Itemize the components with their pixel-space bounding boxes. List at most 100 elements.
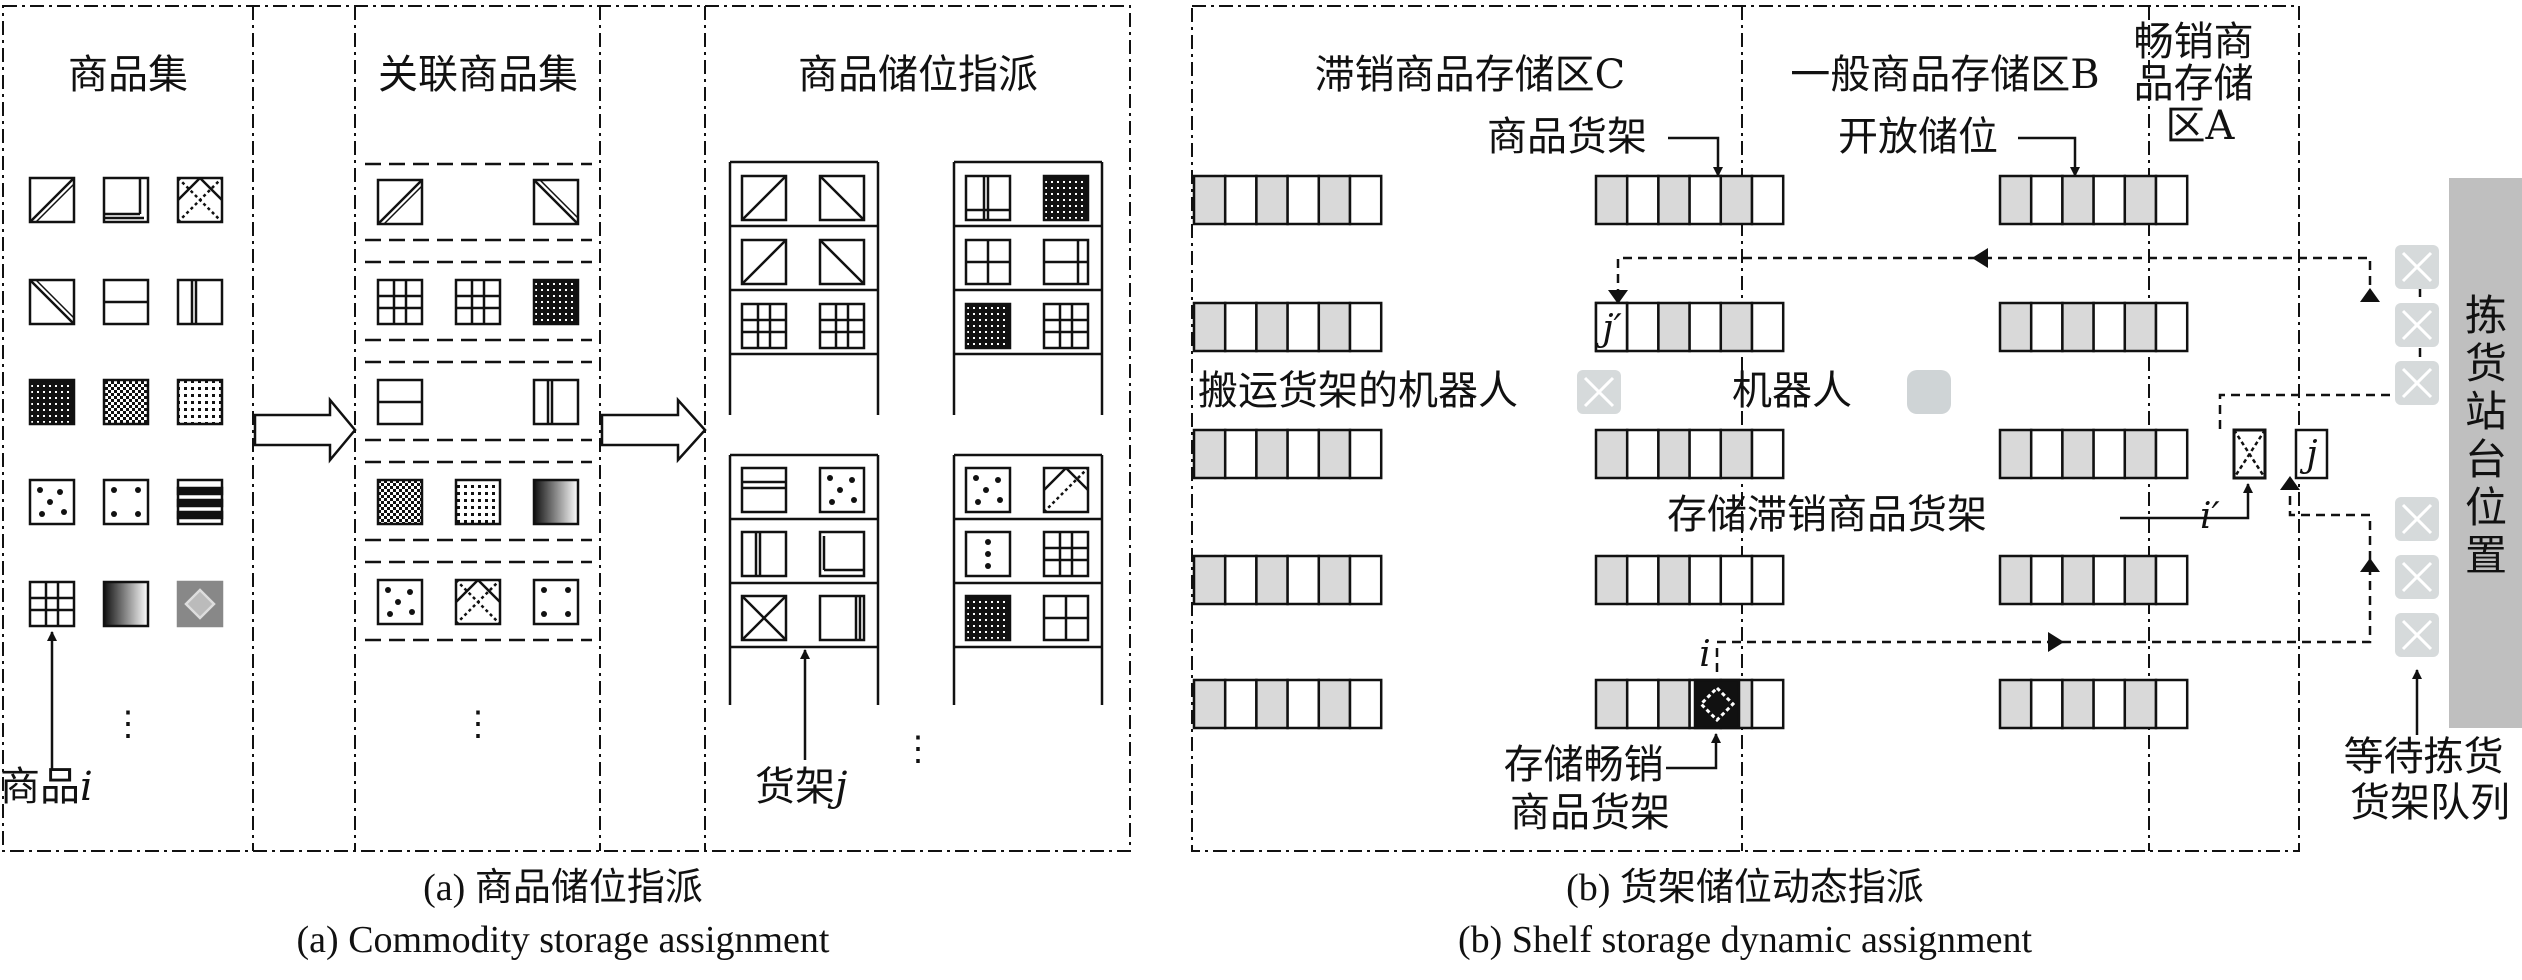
shelf-cell xyxy=(1625,554,1660,606)
commodity-i-label: 商品i xyxy=(0,764,93,810)
panel-a-frame xyxy=(2,5,1131,852)
shelf-cell xyxy=(2029,174,2064,226)
label-slow-shelf-arrow xyxy=(2120,483,2253,520)
shelf-cell xyxy=(2092,428,2127,480)
related-sets xyxy=(365,162,592,642)
shelf-cell xyxy=(1688,174,1723,226)
commodity-icon xyxy=(454,278,502,326)
shelf-cell xyxy=(1688,301,1723,353)
shelf-cell xyxy=(1688,554,1723,606)
commodity-icon xyxy=(376,478,424,526)
shelf-cell xyxy=(1657,301,1691,353)
shelf-cell xyxy=(1223,554,1258,606)
shelf-cell xyxy=(1223,174,1258,226)
shelf-cell xyxy=(1594,174,1629,226)
shelf-cell xyxy=(1998,428,2033,480)
picking-station-char: 台 xyxy=(2465,435,2507,484)
shelf-cell xyxy=(2029,554,2064,606)
warehouse-shelves xyxy=(1192,174,2189,730)
queue-robot-icon xyxy=(2395,245,2439,289)
shelf-cell xyxy=(1719,554,1754,606)
shelf-cell xyxy=(1594,678,1629,730)
shelf-cell xyxy=(1286,554,1321,606)
flow-arrow xyxy=(253,396,357,464)
commodity-icon xyxy=(102,478,150,526)
commodity-icon xyxy=(102,176,150,224)
shelf-rack xyxy=(728,160,880,415)
shelf-cell xyxy=(2061,174,2095,226)
shelf-cell xyxy=(1688,428,1723,480)
shelf-cell xyxy=(2154,428,2189,480)
waiting-queue-top xyxy=(2395,245,2439,405)
queue-robot-icon xyxy=(2395,361,2439,405)
shelf-cell xyxy=(1286,174,1321,226)
commodity-icon xyxy=(376,378,424,426)
queue-robot-icon xyxy=(2395,555,2439,599)
related-set-title: 关联商品集 xyxy=(378,52,578,98)
shelf-cell xyxy=(1192,174,1227,226)
shelf-cell xyxy=(1998,174,2033,226)
waiting-queue-bottom xyxy=(2395,497,2439,657)
shelf-cell xyxy=(2123,678,2158,730)
shelf-cell xyxy=(1657,428,1691,480)
shelf-cell xyxy=(2092,301,2127,353)
label-waiting-queue: 等待拣货 货架队列 xyxy=(2344,734,2517,826)
shelf-cell xyxy=(1625,174,1660,226)
shelf-cell xyxy=(2092,174,2127,226)
label-fast-shelf-arrow xyxy=(1666,733,1721,770)
picking-station xyxy=(2449,178,2522,728)
shelf-cell xyxy=(1317,174,1352,226)
shelf-cell xyxy=(1657,174,1691,226)
shelf-cell xyxy=(2123,428,2158,480)
shelf-i-prime-cell xyxy=(2232,428,2267,480)
shelf-cell xyxy=(1348,428,1383,480)
shelf-cell xyxy=(1625,678,1660,730)
commodity-icon xyxy=(28,176,76,224)
shelf-cell xyxy=(2123,301,2158,353)
commodity-icon xyxy=(176,378,224,426)
shelf-cell xyxy=(1998,678,2033,730)
shelf-i-cell xyxy=(1693,678,1741,730)
shelf-cell xyxy=(1348,554,1383,606)
commodity-set-title: 商品集 xyxy=(68,52,188,98)
commodity-icon xyxy=(176,580,224,628)
picking-station-char: 站 xyxy=(2465,387,2507,436)
shelf-cell xyxy=(1348,301,1383,353)
commodity-set-grid xyxy=(28,176,224,628)
commodity-icon xyxy=(376,178,424,226)
shelf-cell xyxy=(1998,554,2033,606)
shelf-cell xyxy=(1719,428,1754,480)
commodity-icon xyxy=(532,378,580,426)
shelf-cell xyxy=(2154,174,2189,226)
commodity-icon xyxy=(376,578,424,626)
commodity-icon xyxy=(176,278,224,326)
commodity-icon xyxy=(28,478,76,526)
shelf-cell xyxy=(1192,678,1227,730)
shelf-cell xyxy=(1750,428,1785,480)
shelf-cell xyxy=(2154,678,2189,730)
label-open-slot-arrow xyxy=(2018,136,2080,177)
commodity-icon xyxy=(176,478,224,526)
shelf-cell xyxy=(2154,554,2189,606)
shelf-cell xyxy=(1223,301,1258,353)
shelf-cell xyxy=(1317,554,1352,606)
shelf-cell xyxy=(1223,428,1258,480)
shelf-cell xyxy=(1317,301,1352,353)
caption-a-cn: (a) 商品储位指派 xyxy=(423,867,703,909)
shelf-cell xyxy=(1255,678,1289,730)
shelf-cell xyxy=(1998,301,2033,353)
shelf-cell xyxy=(2123,174,2158,226)
shelf-cell xyxy=(1192,428,1227,480)
commodity-icon xyxy=(102,278,150,326)
caption-a-en: (a) Commodity storage assignment xyxy=(297,919,830,961)
shelf-cell xyxy=(2029,301,2064,353)
shelf-cell xyxy=(2061,554,2095,606)
shelf-cell xyxy=(1594,554,1629,606)
shelf-rack xyxy=(728,453,880,705)
zone-c-title: 滞销商品存储区C xyxy=(1315,52,1626,98)
shelf-cell xyxy=(2061,428,2095,480)
label-robot: 机器人 xyxy=(1732,368,1852,414)
queue-robot-icon xyxy=(2395,613,2439,657)
shelf-cell xyxy=(1625,301,1660,353)
shelf-cell xyxy=(1286,678,1321,730)
